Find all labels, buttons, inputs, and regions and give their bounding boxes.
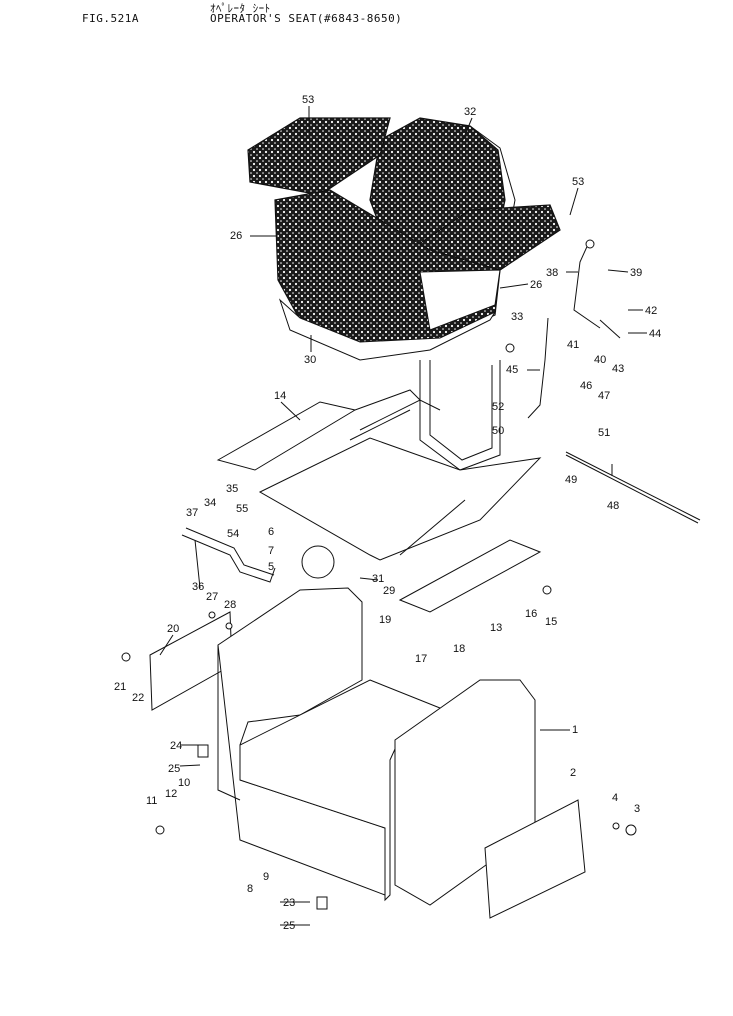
callout-label: 51 xyxy=(598,427,610,439)
adjustment-levers xyxy=(527,239,701,524)
fasteners xyxy=(121,343,637,910)
callout-label: 44 xyxy=(649,328,661,340)
seat-armrest-left xyxy=(247,117,391,196)
lever-45 xyxy=(527,317,549,419)
callout-label: 27 xyxy=(206,591,218,603)
callout-label: 35 xyxy=(226,483,238,495)
callout-label: 25 xyxy=(283,920,295,932)
cover-plate-2 xyxy=(484,799,586,919)
callout-label: 28 xyxy=(224,599,236,611)
callout-label: 22 xyxy=(132,692,144,704)
callout-label: 12 xyxy=(165,788,177,800)
callout-label: 11 xyxy=(146,795,157,807)
callout-label: 21 xyxy=(114,681,126,693)
cushion-side-panel xyxy=(419,269,501,331)
callout-label: 33 xyxy=(511,311,523,323)
callout-label: 20 xyxy=(167,623,179,635)
slide-plates xyxy=(216,389,542,613)
callout-label: 43 xyxy=(612,363,624,375)
seat-box-1 xyxy=(217,587,586,919)
callout-label: 54 xyxy=(227,528,239,540)
callout-label: 50 xyxy=(492,425,504,437)
callout-label: 47 xyxy=(598,390,610,402)
callout-label: 42 xyxy=(645,305,657,317)
callout-label: 45 xyxy=(506,364,518,376)
callout-label: 53 xyxy=(572,176,584,188)
callout-label: 1 xyxy=(572,724,578,736)
lever-38 xyxy=(573,239,601,329)
callout-label: 37 xyxy=(186,507,198,519)
callout-label: 25 xyxy=(168,763,180,775)
callout-label: 15 xyxy=(545,616,557,628)
seat-assembly xyxy=(247,117,561,361)
callout-label: 10 xyxy=(178,777,190,789)
callout-label: 49 xyxy=(565,474,577,486)
callout-label: 9 xyxy=(263,871,269,883)
leader-lines xyxy=(159,106,647,926)
figure-title: OPERATOR'S SEAT(#6843-8650) xyxy=(210,12,403,25)
callout-label: 39 xyxy=(630,267,642,279)
callout-label: 40 xyxy=(594,354,606,366)
callout-label: 41 xyxy=(567,339,579,351)
callout-label: 19 xyxy=(379,614,391,626)
bracket-36 xyxy=(181,534,276,583)
callout-label: 14 xyxy=(274,390,286,402)
callout-label: 34 xyxy=(204,497,216,509)
seat-base-plate xyxy=(278,298,497,361)
callout-label: 36 xyxy=(192,581,204,593)
callout-label: 18 xyxy=(453,643,465,655)
callout-label: 17 xyxy=(415,653,427,665)
callout-label: 2 xyxy=(570,767,576,779)
callout-label: 5 xyxy=(268,561,274,573)
callout-label: 48 xyxy=(607,500,619,512)
callout-label: 38 xyxy=(546,267,558,279)
callout-label: 4 xyxy=(612,792,618,804)
callout-label: 16 xyxy=(525,608,537,620)
callout-label: 24 xyxy=(170,740,182,752)
callout-label: 52 xyxy=(492,401,504,413)
callout-label: 55 xyxy=(236,503,248,515)
callout-label: 46 xyxy=(580,380,592,392)
seat-pan-29 xyxy=(258,437,542,561)
callout-label: 23 xyxy=(283,897,295,909)
lever-48 xyxy=(565,451,701,521)
figure-id: FIG.521A xyxy=(82,12,139,25)
callout-label: 31 xyxy=(372,573,384,585)
callout-label: 29 xyxy=(383,585,395,597)
callout-labels: 53 32 53 26 26 39 38 42 44 33 41 40 43 3… xyxy=(114,94,661,932)
callout-label: 6 xyxy=(268,526,274,538)
callout-label: 30 xyxy=(304,354,316,366)
japanese-title: ｵﾍﾟﾚｰﾀ ｼｰﾄ xyxy=(210,2,271,15)
callout-label: 7 xyxy=(268,545,274,557)
callout-label: 32 xyxy=(464,106,476,118)
callout-label: 26 xyxy=(530,279,542,291)
callout-label: 3 xyxy=(634,803,640,815)
callout-label: 8 xyxy=(247,883,253,895)
callout-label: 26 xyxy=(230,230,242,242)
callout-label: 53 xyxy=(302,94,314,106)
callout-label: 13 xyxy=(490,622,502,634)
plate-13 xyxy=(398,539,542,613)
